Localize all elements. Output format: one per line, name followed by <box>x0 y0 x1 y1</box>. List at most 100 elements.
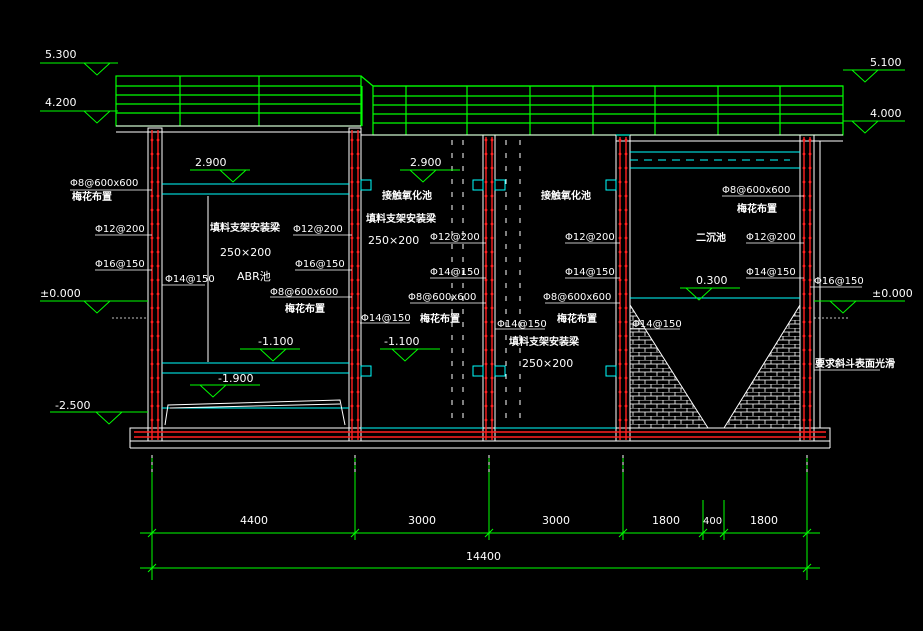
rebar-dot <box>624 250 628 254</box>
rebar-dot <box>490 194 494 198</box>
level-right-top: 5.100 <box>870 56 902 69</box>
rebar-dot <box>484 390 488 394</box>
rebar-dot <box>808 320 812 324</box>
rebar-dot <box>350 194 354 198</box>
rebar-dot <box>490 348 494 352</box>
beam-2-size: 250×200 <box>368 234 419 247</box>
rebar-dot <box>150 334 154 338</box>
rebar-label-14: Φ14@150 <box>565 267 615 278</box>
level-clar-top: 0.300 <box>696 274 728 287</box>
rebar-dot <box>808 194 812 198</box>
rebar-dot <box>150 320 154 324</box>
rebar-dot <box>150 222 154 226</box>
rebar-label-3: Φ16@150 <box>95 259 145 270</box>
railing <box>115 75 844 136</box>
rebar-dot <box>624 362 628 366</box>
rebar-label-20: Φ14@150 <box>632 319 682 330</box>
rebar-dot <box>484 180 488 184</box>
rebar-dot <box>490 390 494 394</box>
rebar-label-17: Φ12@200 <box>746 232 796 243</box>
rebar-dot <box>624 152 628 156</box>
rebar-dot <box>490 236 494 240</box>
rebar-dot <box>802 152 806 156</box>
rebar-dot <box>356 418 360 422</box>
rebar-dot <box>350 152 354 156</box>
rebar-dot <box>618 390 622 394</box>
rebar-dot <box>808 334 812 338</box>
rebar-dot <box>150 166 154 170</box>
rebar-dot <box>484 292 488 296</box>
level-abr-top: 2.900 <box>195 156 227 169</box>
rebar-dot <box>350 180 354 184</box>
rebar-dot <box>350 320 354 324</box>
rebar-dot <box>490 152 494 156</box>
rebar-dot <box>356 390 360 394</box>
rebar-dot <box>356 236 360 240</box>
rebar-dot <box>156 250 160 254</box>
rebar-label-19: Φ16@150 <box>814 276 864 287</box>
rebar-dot <box>624 236 628 240</box>
rebar-dot <box>150 194 154 198</box>
level-left-ground: ±0.000 <box>40 287 81 300</box>
rebar-dot <box>808 292 812 296</box>
rebar-dot <box>618 320 622 324</box>
level-left-top: 5.300 <box>45 48 77 61</box>
rebar-dot <box>156 348 160 352</box>
rebar-dot <box>350 222 354 226</box>
beam-3-size: 250×200 <box>522 357 573 370</box>
rebar-dot <box>156 264 160 268</box>
rebar-dot <box>156 194 160 198</box>
rebar-dot <box>624 222 628 226</box>
rebar-dot <box>356 362 360 366</box>
rebar-dot <box>350 250 354 254</box>
rebar-dot <box>484 334 488 338</box>
rebar-dot <box>490 306 494 310</box>
level-abr-bottom: -1.900 <box>218 372 253 385</box>
beam-3-title: 填料支架安装梁 <box>509 335 580 348</box>
level-right-slab: 4.000 <box>870 107 902 120</box>
rebar-dot <box>802 166 806 170</box>
rebar-dot <box>618 264 622 268</box>
rebar-dot <box>808 362 812 366</box>
rebar-dot <box>484 404 488 408</box>
rebar-dot <box>624 166 628 170</box>
rebar-label-1b: 梅花布置 <box>72 190 112 203</box>
rebar-label-6: Φ16@150 <box>295 259 345 270</box>
rebar-dot <box>356 152 360 156</box>
rebar-dot <box>484 362 488 366</box>
rebar-dot <box>356 222 360 226</box>
hopper-left <box>629 303 709 429</box>
rebar-dot <box>350 208 354 212</box>
rebar-dot <box>624 180 628 184</box>
rebar-dot <box>808 348 812 352</box>
rebar-dot <box>356 264 360 268</box>
rebar-dot <box>618 222 622 226</box>
rebar-label-15b: 梅花布置 <box>557 312 597 325</box>
rebar-dot <box>356 180 360 184</box>
axis-ticks <box>151 455 808 472</box>
rebar-dot <box>618 208 622 212</box>
rebar-dot <box>150 362 154 366</box>
rebar-dot <box>150 138 154 142</box>
rebar-dot <box>490 166 494 170</box>
rebar-dot <box>150 278 154 282</box>
rebar-label-12: Φ14@150 <box>497 319 547 330</box>
rebar-dot <box>618 138 622 142</box>
rebar-label-2: Φ12@200 <box>95 224 145 235</box>
rebar-dot <box>490 208 494 212</box>
rebar-dot <box>490 376 494 380</box>
rebar-dot <box>490 292 494 296</box>
rebar-label-9: Φ12@200 <box>430 232 480 243</box>
dim-2: 3000 <box>408 514 436 527</box>
rebar-dot <box>490 320 494 324</box>
hopper-right <box>723 303 801 429</box>
rebar-dot <box>350 390 354 394</box>
rebar-dot <box>356 404 360 408</box>
aeration-dashes <box>451 140 521 425</box>
rebar-dot <box>490 418 494 422</box>
level-aer-mid: -1.100 <box>384 335 419 348</box>
rebar-dot <box>624 348 628 352</box>
rebar-dot <box>350 362 354 366</box>
dim-6: 1800 <box>750 514 778 527</box>
rebar-dot <box>484 208 488 212</box>
